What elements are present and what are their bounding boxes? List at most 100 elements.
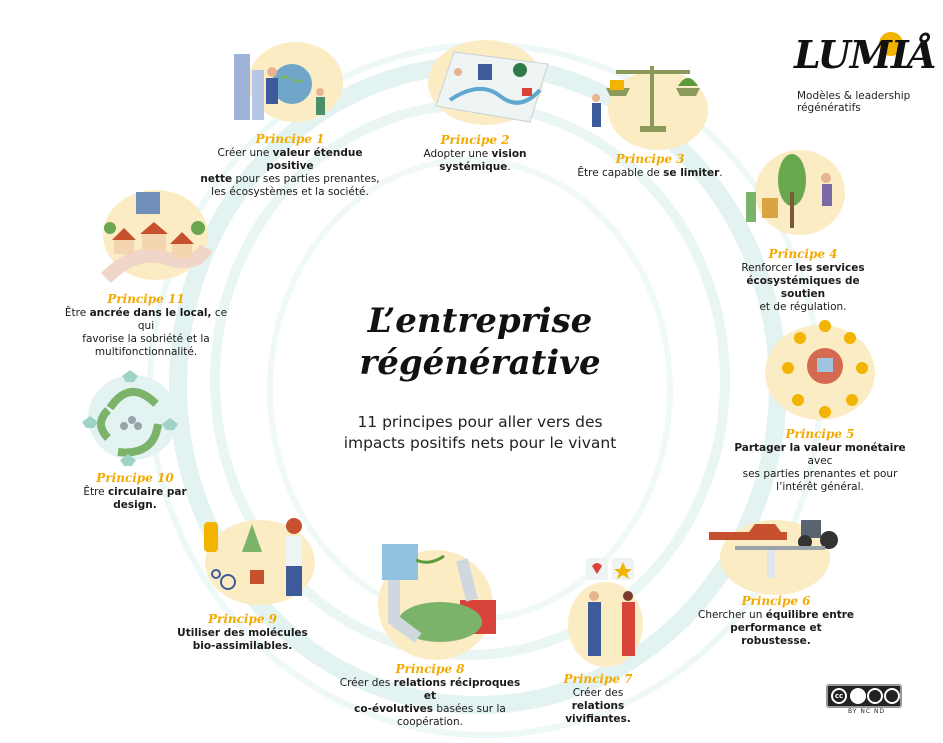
principle-keyword: co-évolutives [354, 703, 434, 715]
subtitle-line1: 11 principes pour aller vers des [357, 413, 603, 431]
principle-title: Principe 6 [741, 594, 811, 608]
principle-keyword: vision [491, 148, 527, 160]
principle-text-line: Renforcer les services [728, 262, 878, 275]
principle-text-line: favorise la sobriété et la [56, 333, 236, 346]
logo-dot-icon [879, 32, 903, 56]
principle-keyword: bio-assimilables. [192, 640, 293, 652]
principle-keyword: nette [200, 173, 233, 185]
main-title-line2: régénérative [359, 343, 601, 383]
principle-text: . [507, 161, 511, 173]
principle-text-line: Être capable de se limiter. [575, 167, 725, 180]
principle-text-line: coopération. [335, 716, 525, 729]
principle-text: ses parties prenantes et pour [742, 468, 898, 480]
principle-text: Être [83, 486, 108, 498]
principle-text-line: et de régulation. [728, 301, 878, 314]
principle-title: Principe 4 [768, 247, 838, 261]
principle-text: les écosystèmes et la société. [211, 186, 369, 198]
principle-title: Principe 5 [785, 427, 855, 441]
nd-icon [884, 688, 900, 704]
nc-icon [867, 688, 883, 704]
principle-keyword: valeur étendue positive [266, 147, 363, 172]
principle-text-line: multifonctionnalité. [56, 346, 236, 359]
principle-text-line: Créer des relations [548, 687, 648, 713]
main-title-line1: L’entreprise [367, 301, 593, 341]
principle-title: Principe 3 [615, 152, 685, 166]
logo-tagline: Modèles & leadership régénératifs [797, 90, 910, 114]
principle-text: Chercher un [697, 609, 766, 621]
principle-text-line: les écosystèmes et la société. [200, 186, 380, 199]
principle-text-line: performance et robustesse. [696, 622, 856, 648]
principle-text-line: systémique. [420, 161, 530, 174]
principle-text: Créer une [217, 147, 273, 159]
principle-text: pour ses parties prenantes, [232, 173, 380, 185]
principle-text-line: l’intérêt général. [730, 481, 910, 494]
lumia-logo: LUMIÅ Modèles & leadership régénératifs [794, 32, 937, 122]
principle-text-line: Être ancrée dans le local, ce qui [56, 307, 236, 333]
balance-scale-icon [592, 66, 700, 132]
principle-text: Créer des [572, 687, 624, 699]
subtitle-line2: impacts positifs nets pour le vivant [343, 434, 617, 452]
logo-tagline-line1: Modèles & leadership [797, 90, 911, 102]
principle-text: coopération. [397, 716, 463, 728]
principle-text-line: Chercher un équilibre entre [696, 609, 856, 622]
principle-title: Principe 8 [395, 662, 465, 676]
principle-title: Principe 2 [440, 133, 510, 147]
principle-keyword: Partager la valeur monétaire [734, 442, 906, 454]
principle-text-line: Créer des relations réciproques et [335, 677, 525, 703]
principle-text-line: Utiliser des molécules [175, 627, 310, 640]
principle-text: multifonctionnalité. [94, 346, 198, 358]
principle-text-line: bio-assimilables. [175, 640, 310, 653]
main-subtitle: 11 principes pour aller vers des impacts… [320, 412, 640, 454]
principle-text: Créer des [339, 677, 394, 689]
logo-tagline-line2: régénératifs [797, 102, 861, 114]
hands-leaf-icon [382, 544, 496, 643]
principle-keyword: relations réciproques et [393, 677, 521, 702]
value-sharing-coins-icon [782, 320, 868, 418]
principle-title: Principe 7 [563, 672, 633, 686]
principle-text-line: nette pour ses parties prenantes, [200, 173, 380, 186]
principle-text: ce qui [137, 307, 228, 332]
principle-text: l’intérêt général. [776, 481, 864, 493]
cc-license-labels: BY NC ND [848, 708, 886, 715]
principle-keyword: ancrée dans le local, [89, 307, 212, 319]
local-village-icon [101, 192, 213, 284]
principle-text-line: Partager la valeur monétaire avec [730, 442, 910, 468]
principle-keyword: Utiliser des molécules [177, 627, 308, 639]
globe-people-icon [234, 54, 325, 120]
principle-keyword: systémique [439, 161, 508, 173]
principle-keyword: se limiter [663, 167, 720, 179]
principle-keyword: les services [795, 262, 865, 274]
principle-keyword: circulaire par design. [107, 486, 187, 511]
principle-text-line: ses parties prenantes et pour [730, 468, 910, 481]
principle-title: Principe 10 [96, 471, 174, 485]
principle-title: Principe 9 [207, 612, 278, 626]
map-system-icon [435, 51, 549, 123]
handshake-hearts-icon [586, 558, 635, 656]
circular-recycle-icon [82, 370, 178, 466]
by-icon [850, 688, 866, 704]
principle-text-line: Créer une valeur étendue positive [200, 147, 380, 173]
tree-beehive-icon [746, 154, 832, 228]
logo-wordmark: LUMIÅ [794, 32, 937, 77]
principle-text-line: Être circulaire par design. [60, 486, 210, 512]
main-title: L’entreprise régénérative [330, 300, 630, 384]
principle-keyword: performance et robustesse. [730, 622, 822, 647]
principle-text: Renforcer [741, 262, 796, 274]
principle-keyword: relations [571, 700, 625, 712]
principle-text: Adopter une [423, 148, 492, 160]
principle-text: favorise la sobriété et la [82, 333, 210, 345]
principle-keyword: écosystémiques de soutien [746, 275, 860, 300]
principle-title: Principe 1 [255, 132, 325, 146]
